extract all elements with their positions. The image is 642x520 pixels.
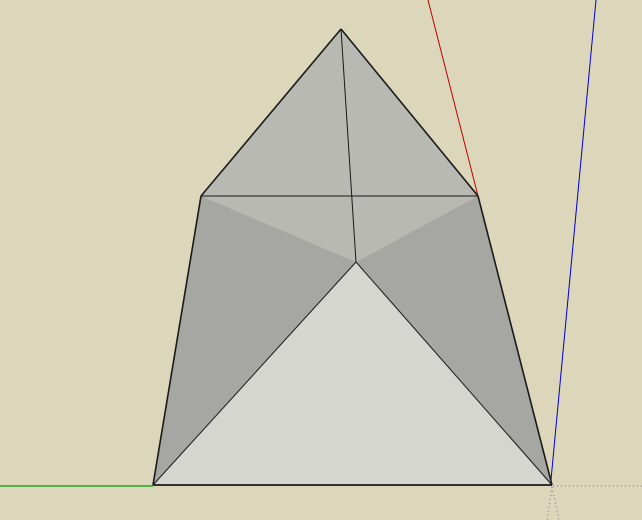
front-face[interactable] bbox=[153, 262, 552, 485]
model-edges bbox=[152, 28, 553, 486]
top-left-face[interactable] bbox=[201, 29, 356, 262]
red-axis-line bbox=[427, 0, 479, 197]
edge[interactable] bbox=[152, 195, 202, 486]
edge[interactable] bbox=[200, 28, 342, 197]
edge[interactable] bbox=[340, 28, 479, 197]
blue-axis-dotted-extension bbox=[546, 486, 553, 520]
blue-axis-line bbox=[550, 0, 597, 481]
right-side-face[interactable] bbox=[356, 196, 552, 485]
edge[interactable] bbox=[355, 261, 553, 486]
left-side-face[interactable] bbox=[153, 196, 356, 485]
edge[interactable] bbox=[340, 28, 357, 263]
edge[interactable] bbox=[477, 195, 553, 486]
red-axis-dotted-extension bbox=[551, 486, 560, 520]
prism-model[interactable] bbox=[152, 28, 553, 486]
top-right-face[interactable] bbox=[341, 29, 478, 262]
edge[interactable] bbox=[152, 261, 357, 486]
